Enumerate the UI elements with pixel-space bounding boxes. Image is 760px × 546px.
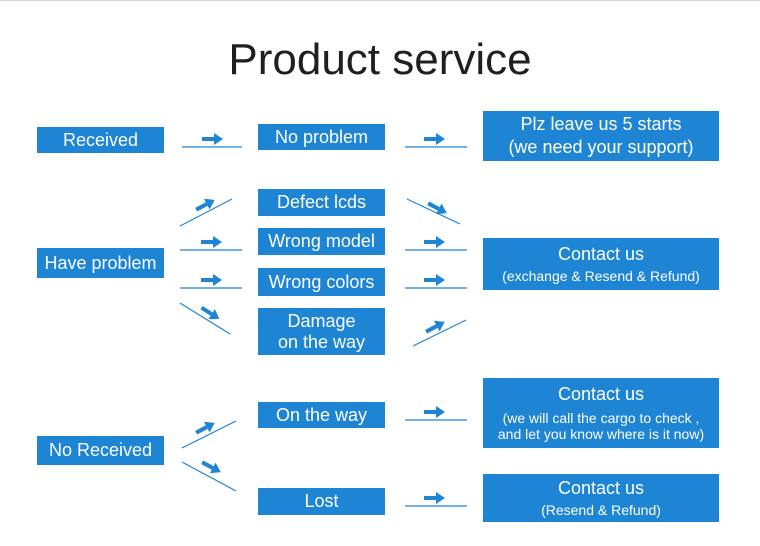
no-problem-label: No problem	[274, 126, 369, 147]
received-label: Received	[62, 129, 139, 150]
connector-wrong-model-to-contact	[405, 236, 467, 251]
connector-lost-to-contact	[405, 492, 467, 507]
arrow-icon	[199, 457, 224, 478]
connector-wrong-colors-to-contact	[405, 274, 467, 289]
defect-lcds-box: Defect lcds	[258, 189, 385, 216]
connector-defect-to-contact	[406, 198, 461, 225]
arrow-icon	[424, 406, 445, 418]
wrong-colors-box: Wrong colors	[258, 268, 385, 296]
arrow-icon	[202, 133, 223, 145]
no-problem-box: No problem	[258, 124, 385, 150]
arrow-icon	[193, 417, 218, 438]
no-received-label: No Received	[48, 440, 153, 461]
review-line2: (we need your support)	[508, 137, 694, 157]
contact-lost-detail: (Resend & Refund)	[541, 502, 661, 519]
arrow-icon	[423, 316, 448, 337]
have-problem-box: Have problem	[37, 248, 164, 278]
arrow-icon	[201, 236, 222, 248]
damage-label-line1: Damage	[287, 310, 356, 331]
contact-on-way-title: Contact us	[557, 384, 645, 405]
contact-problem-detail: (exchange & Resend & Refund)	[502, 267, 700, 284]
connector-have-problem-to-wrong-colors	[180, 274, 242, 289]
on-the-way-box: On the way	[258, 402, 385, 428]
connector-have-problem-to-damage	[179, 302, 231, 335]
damage-box: Damage on the way	[258, 308, 385, 355]
damage-label-line2: on the way	[277, 331, 366, 352]
contact-on-way-detail1: (we will call the cargo to check ,	[502, 409, 700, 426]
contact-lost-title: Contact us	[557, 477, 645, 498]
page-title: Product service	[228, 35, 532, 84]
contact-lost-box: Contact us (Resend & Refund)	[483, 474, 719, 522]
connector-no-received-to-lost	[181, 457, 237, 492]
received-box: Received	[37, 127, 164, 153]
on-the-way-label: On the way	[275, 404, 368, 425]
top-border-line	[0, 0, 760, 1]
arrow-icon	[424, 274, 445, 286]
contact-problem-box: Contact us (exchange & Resend & Refund)	[483, 238, 719, 290]
connector-received-to-no-problem	[182, 133, 242, 148]
review-box: Plz leave us 5 starts (we need your supp…	[483, 111, 719, 161]
connector-have-problem-to-defect	[179, 194, 233, 227]
arrow-icon	[193, 194, 218, 215]
have-problem-label: Have problem	[44, 252, 157, 273]
contact-on-way-detail2: and let you know where is it now)	[497, 425, 705, 442]
connector-damage-to-contact	[412, 316, 467, 347]
lost-label: Lost	[304, 491, 339, 512]
connector-on-the-way-to-contact	[405, 406, 467, 421]
arrow-icon	[424, 236, 445, 248]
arrow-icon	[198, 302, 223, 324]
connector-no-problem-to-review	[405, 133, 467, 148]
defect-lcds-label: Defect lcds	[276, 192, 367, 213]
no-received-box: No Received	[37, 436, 164, 465]
wrong-model-label: Wrong model	[268, 231, 375, 252]
connector-no-received-to-on-the-way	[181, 417, 237, 449]
arrow-icon	[424, 492, 445, 504]
connector-have-problem-to-wrong-model	[180, 236, 242, 251]
wrong-colors-label: Wrong colors	[268, 271, 375, 292]
review-line1: Plz leave us 5 starts	[520, 114, 682, 135]
contact-on-way-box: Contact us (we will call the cargo to ch…	[483, 378, 719, 448]
arrow-icon	[424, 133, 445, 145]
contact-problem-title: Contact us	[557, 244, 645, 265]
wrong-model-box: Wrong model	[258, 228, 385, 255]
arrow-icon	[425, 198, 450, 219]
arrow-icon	[201, 274, 222, 286]
lost-box: Lost	[258, 488, 385, 515]
